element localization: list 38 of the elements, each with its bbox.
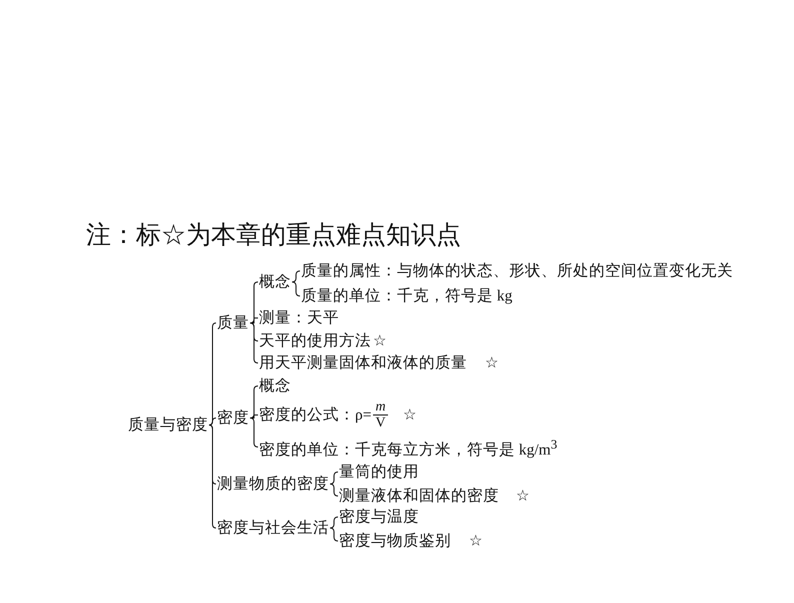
note-text: 注：标☆为本章的重点难点知识点 [86,221,461,251]
brace-connector [250,418,258,448]
topic-text: 量筒的使用 [339,462,419,482]
brace-connector [330,472,338,484]
topic-text: 密度 [217,408,249,428]
brace-connector [250,414,258,418]
topic-text: 概念 [259,272,291,292]
topic-text: 用天平测量固体和液体的质量 [259,354,467,372]
brace-connector [208,424,216,528]
topic-text: 密度与社会生活 [217,518,329,538]
brace-connector [250,318,258,324]
brace-connector [292,282,300,296]
topic-text: 测量液体和固体的密度 [339,486,499,506]
topic-text: 天平的使用方法 [259,332,371,350]
brace-connector [250,386,258,418]
topic-text: 密度与物质鉴别 [339,532,451,550]
topic-text: 质量与密度 [128,416,208,434]
topic-text: 测量物质的密度 [217,474,329,494]
brace-connector [208,418,216,426]
brace-connector [250,282,258,324]
brace-connector [330,528,338,542]
key-point-star-label: ☆ [485,354,498,372]
topic-text: 概念 [259,376,291,396]
brace-connector [330,516,338,528]
key-point-star-label: ☆ [373,332,386,350]
brace-connector [208,322,216,426]
brace-connector [250,322,258,364]
topic-text: 密度的单位：千克每立方米，符号是 kg/m$^{3}$ [259,434,558,460]
topic-text: 质量的属性：与物体的状态、形状、所处的空间位置变化无关 [301,262,733,280]
topic-text: 质量 [217,314,249,332]
key-point-star-label: ☆ [469,532,482,550]
brace-connector [292,270,300,282]
key-point-star-label: ☆ [516,488,530,504]
key-point-star-label: ☆ [403,406,416,424]
brace-connector [330,484,338,496]
topic-text: 密度与温度 [339,508,419,526]
topic-text: 质量的单位：千克，符号是 kg [301,286,512,306]
topic-text: 测量：天平 [259,308,339,328]
